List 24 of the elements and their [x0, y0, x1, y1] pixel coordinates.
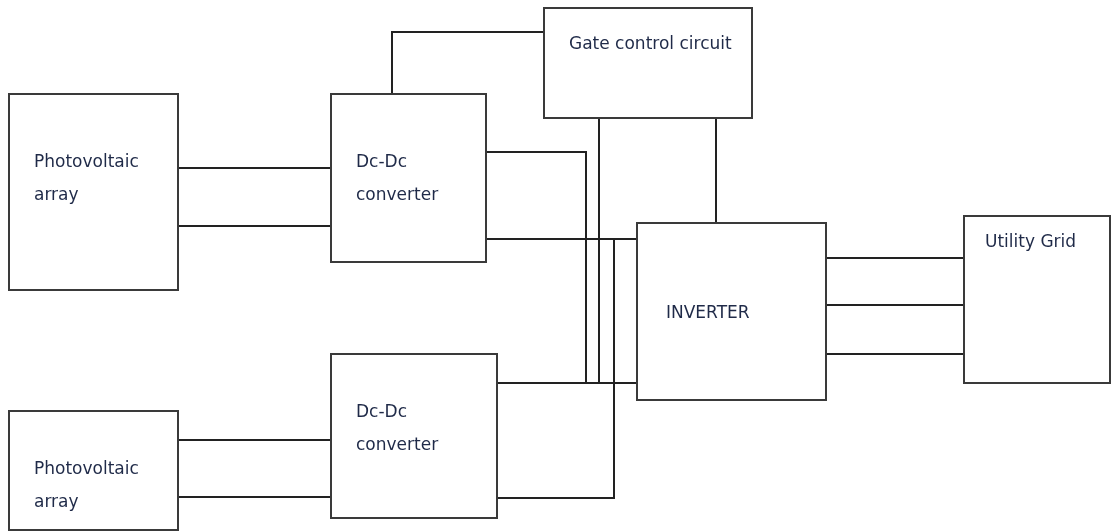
connector-line [826, 353, 964, 355]
connector-line [178, 439, 331, 441]
box-label: Dc-Dc converter [356, 400, 440, 456]
connector-line [178, 496, 331, 498]
process-box [8, 93, 179, 291]
box-label: INVERTER [666, 301, 751, 324]
process-box [543, 7, 753, 119]
connector-line [715, 118, 717, 223]
connector-line [178, 167, 331, 169]
box-label: Utility Grid [985, 230, 1078, 253]
box-label: Photovoltaic array [34, 457, 140, 513]
box-label: Gate control circuit [569, 32, 733, 55]
connector-line [826, 304, 964, 306]
connector-line [497, 382, 637, 384]
connector-line [391, 31, 544, 94]
process-box [8, 410, 179, 531]
box-label: Dc-Dc converter [356, 150, 440, 206]
connector-line [178, 225, 331, 227]
process-box [636, 222, 827, 401]
process-box [963, 215, 1111, 384]
box-label: Photovoltaic array [34, 150, 140, 206]
connector-line [826, 257, 964, 259]
process-box [330, 353, 498, 519]
process-box [330, 93, 487, 263]
